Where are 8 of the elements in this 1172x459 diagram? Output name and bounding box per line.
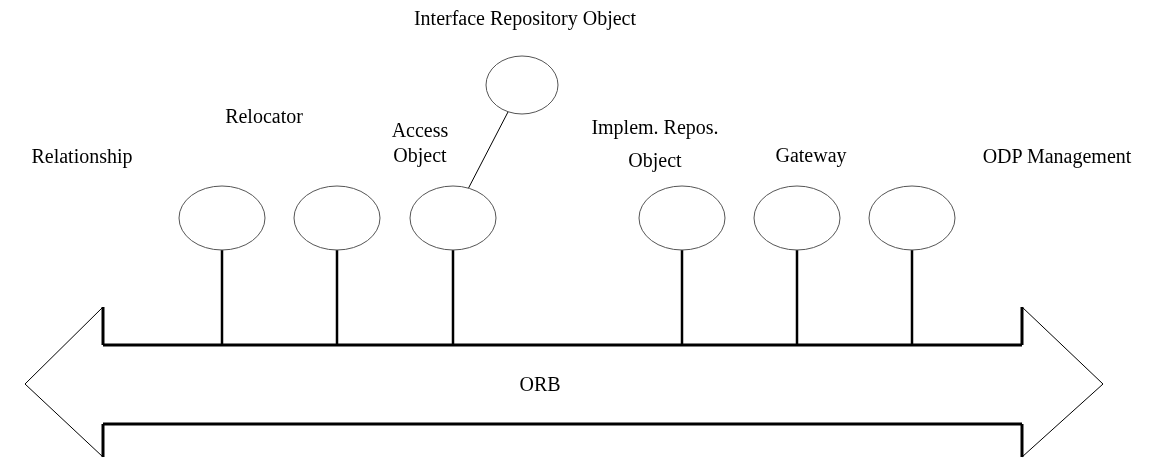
object-label: Gateway xyxy=(774,143,848,168)
object-label: Relocator xyxy=(224,104,304,129)
object-label: ODP Management xyxy=(981,144,1133,169)
object-label: Interface Repository Object xyxy=(412,6,638,31)
object-label: Implem. Repos. Object xyxy=(590,115,720,174)
object-label: Relationship xyxy=(30,144,134,169)
connector-line xyxy=(468,111,509,189)
object-label: Access Object xyxy=(390,118,450,168)
